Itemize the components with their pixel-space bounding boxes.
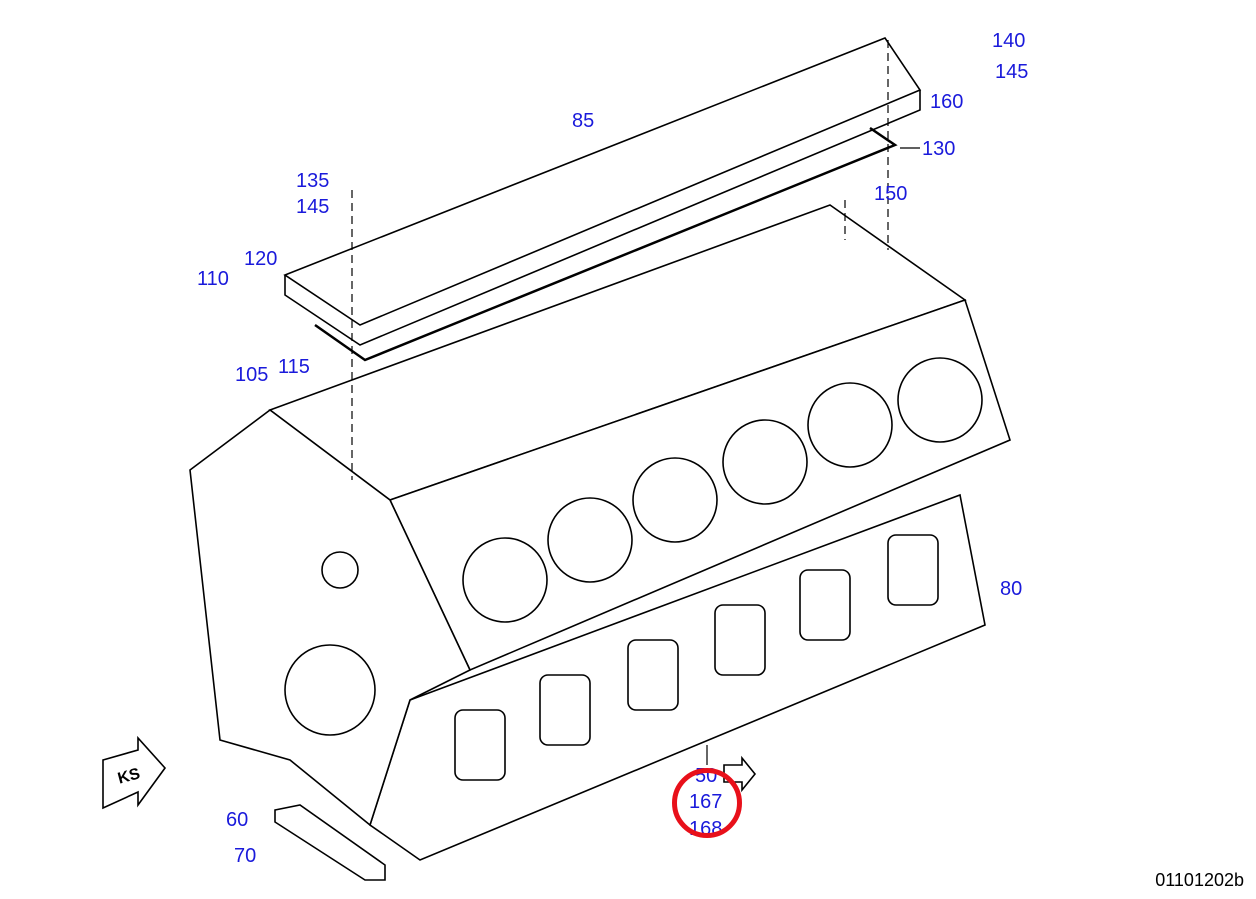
part-label-85[interactable]: 85 xyxy=(572,110,595,132)
part-label-135[interactable]: 135 xyxy=(296,170,330,192)
bracket-part-60 xyxy=(274,804,386,881)
ks-direction-arrow xyxy=(102,735,167,810)
part-label-140[interactable]: 140 xyxy=(992,30,1026,52)
part-label-115[interactable]: 115 xyxy=(278,356,310,378)
crankcase-windows xyxy=(454,534,939,781)
part-label-105[interactable]: 105 xyxy=(235,364,269,386)
part-label-70[interactable]: 70 xyxy=(234,845,257,867)
highlight-circle xyxy=(672,768,742,838)
part-label-80[interactable]: 80 xyxy=(1000,578,1023,600)
cylinder-bores xyxy=(462,357,983,623)
part-label-120[interactable]: 120 xyxy=(244,248,278,270)
part-label-110[interactable]: 110 xyxy=(197,268,229,290)
part-label-145[interactable]: 145 xyxy=(296,196,330,218)
block-front-face xyxy=(189,409,472,827)
gasket-part-130 xyxy=(314,126,898,362)
part-label-145-top[interactable]: 145 xyxy=(995,61,1029,83)
part-label-160[interactable]: 160 xyxy=(930,91,964,113)
part-label-60[interactable]: 60 xyxy=(226,809,249,831)
part-label-130[interactable]: 130 xyxy=(922,138,956,160)
document-id: 01101202b xyxy=(1155,870,1244,890)
part-label-150[interactable]: 150 xyxy=(874,183,908,205)
